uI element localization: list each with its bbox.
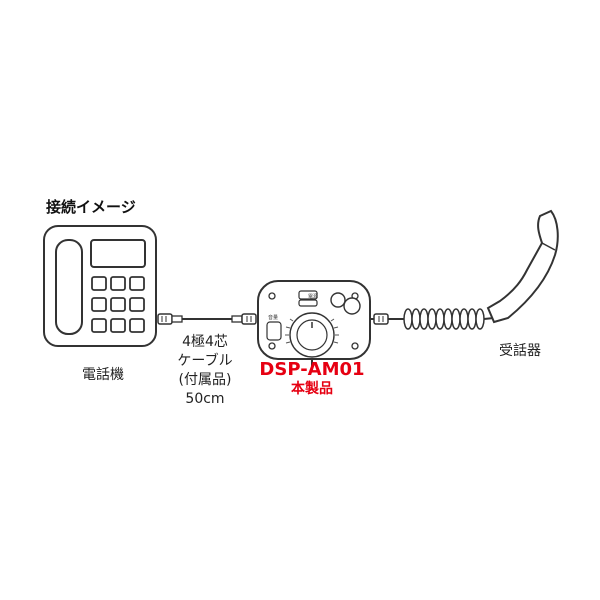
cable-name-label: ケーブル — [177, 353, 233, 369]
cable-type-label: 4極4芯 — [182, 334, 228, 350]
phone-display — [90, 239, 146, 268]
mode-switch-icon — [266, 321, 282, 341]
power-button-icon — [330, 292, 346, 308]
phone-keypad — [91, 276, 145, 333]
telephone-illustration — [43, 225, 157, 347]
product-name: 本製品 — [291, 381, 333, 397]
power-label: 電源 — [308, 293, 318, 300]
phone-receiver-slot — [55, 239, 83, 335]
handset-illustration — [483, 209, 559, 324]
handset-label: 受話器 — [499, 343, 541, 359]
handset-cable — [370, 313, 404, 325]
product-label: DSP-AM01 本製品 — [250, 360, 374, 398]
diagram-title: 接続イメージ — [46, 198, 136, 216]
side-button-icon — [343, 297, 361, 315]
power-indicator — [298, 290, 318, 300]
cable-accessory-label: (付属品) — [178, 372, 232, 388]
volume-label: 音量 — [268, 314, 278, 321]
coiled-cord — [403, 308, 485, 330]
product-model: DSP-AM01 — [259, 359, 365, 380]
cable-length-label: 50cm — [185, 391, 225, 407]
short-cable — [157, 313, 257, 325]
phone-label: 電話機 — [82, 367, 124, 383]
cable-description: 4極4芯 ケーブル (付属品) 50cm — [160, 333, 250, 409]
